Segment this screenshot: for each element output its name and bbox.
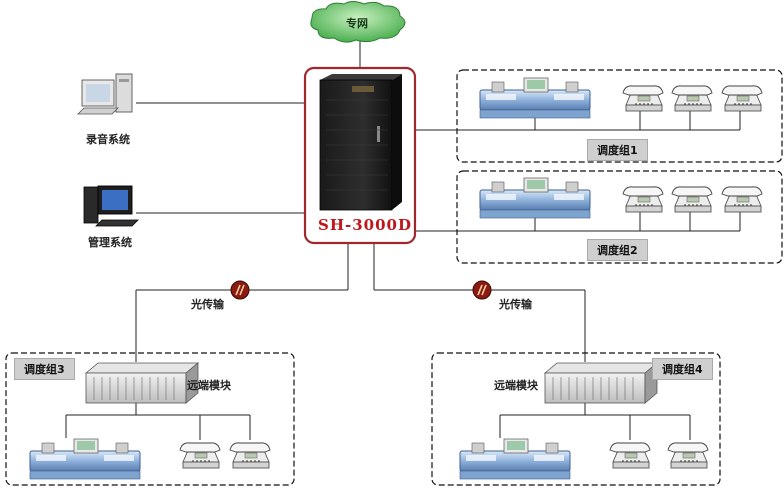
- dispatch-console-icon: [479, 77, 591, 119]
- group-label-2: 调度组2: [587, 239, 648, 261]
- rack-module-icon: [544, 362, 658, 404]
- optical-link-icon: [230, 280, 250, 300]
- group-box-3: [5, 352, 295, 486]
- dispatch-console-icon: [459, 438, 571, 480]
- management-system-label: 管理系统: [88, 236, 132, 249]
- telephone-icon: [671, 186, 713, 213]
- rack-module-icon: [85, 362, 199, 404]
- telephone-icon: [179, 442, 221, 469]
- telephone-icon: [671, 85, 713, 112]
- group-label-3: 调度组3: [14, 358, 75, 380]
- recording-system-label: 录音系统: [86, 133, 130, 146]
- model-label: SH-3000D: [318, 216, 412, 234]
- optical-link-label-right: 光传输: [499, 298, 532, 311]
- cloud-icon: [310, 1, 406, 43]
- connection-lines: [65, 40, 741, 440]
- desktop-computer-icon: [77, 73, 133, 115]
- network-label: 专网: [346, 17, 368, 30]
- telephone-icon: [609, 442, 651, 469]
- telephone-icon: [229, 442, 271, 469]
- optical-link-label-left: 光传输: [191, 298, 224, 311]
- group-box-1: [456, 69, 783, 163]
- telephone-icon: [667, 442, 709, 469]
- desktop-computer-icon: [83, 185, 139, 227]
- telephone-icon: [622, 186, 664, 213]
- optical-link-icon: [472, 280, 492, 300]
- telephone-icon: [721, 85, 763, 112]
- group-label-4: 调度组4: [652, 358, 713, 380]
- remote-module-label-left: 远端模块: [187, 379, 231, 392]
- dispatch-console-icon: [479, 177, 591, 219]
- group-box-2: [456, 170, 783, 264]
- telephone-icon: [721, 186, 763, 213]
- remote-module-label-right: 远端模块: [494, 379, 538, 392]
- group-label-1: 调度组1: [587, 139, 648, 161]
- group-box-4: [431, 352, 721, 486]
- dispatch-console-icon: [29, 438, 141, 480]
- telephone-icon: [622, 85, 664, 112]
- server-cabinet-icon: [303, 66, 417, 245]
